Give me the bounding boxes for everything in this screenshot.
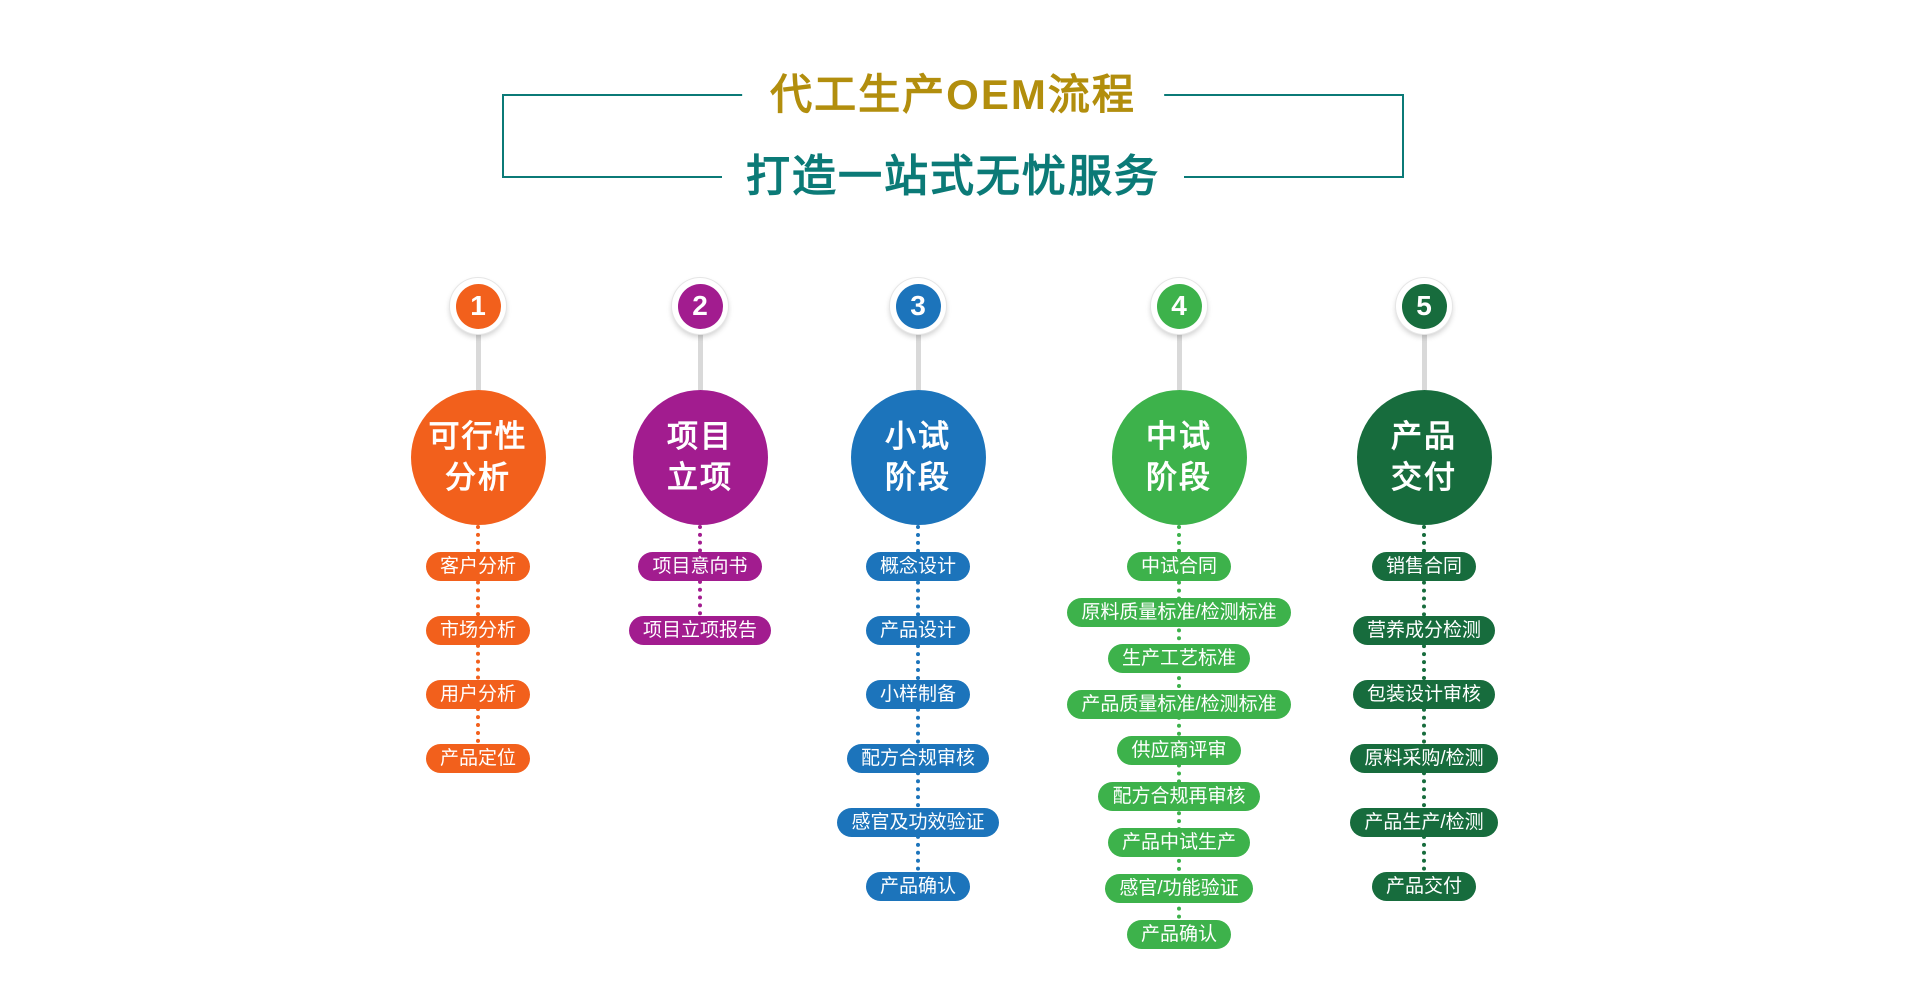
badge-connector-line xyxy=(1176,334,1182,390)
step-item: 产品交付 xyxy=(1371,872,1476,901)
step-item: 原料质量标准/检测标准 xyxy=(1067,598,1291,627)
step-item: 销售合同 xyxy=(1371,552,1476,581)
step-item: 生产工艺标准 xyxy=(1107,644,1250,673)
step-item: 原料采购/检测 xyxy=(1350,744,1498,773)
stage-circle-initiation: 项目 立项 xyxy=(632,390,768,525)
step-item: 项目意向书 xyxy=(638,552,762,581)
stage-label-line1: 中试 xyxy=(1146,418,1212,454)
stage-label-line2: 阶段 xyxy=(885,459,951,495)
page-title: 代工生产OEM流程 xyxy=(742,69,1164,121)
page-subtitle: 打造一站式无忧服务 xyxy=(722,150,1184,204)
stage-circle-feasibility: 可行性 分析 xyxy=(410,390,546,525)
step-item: 产品确认 xyxy=(1126,920,1231,949)
flow-column-delivery: 5 产品 交付 销售合同 营养成分检测 包装设计审核 原料采购/检测 产品生产/… xyxy=(1294,278,1554,901)
step-list: 概念设计 产品设计 小样制备 配方合规审核 感官及功效验证 产品确认 xyxy=(837,552,999,901)
badge-connector-line xyxy=(475,334,481,390)
stage-label-line2: 分析 xyxy=(445,459,511,495)
step-4-badge: 4 xyxy=(1151,278,1207,334)
stage-label-line1: 产品 xyxy=(1391,418,1457,454)
flow-column-initiation: 2 项目 立项 项目意向书 项目立项报告 xyxy=(570,278,830,645)
step-item: 概念设计 xyxy=(865,552,970,581)
step-list: 中试合同 原料质量标准/检测标准 生产工艺标准 产品质量标准/检测标准 供应商评… xyxy=(1067,552,1291,949)
step-item: 客户分析 xyxy=(425,552,530,581)
step-item: 配方合规再审核 xyxy=(1098,782,1260,811)
step-item: 中试合同 xyxy=(1126,552,1231,581)
step-item: 产品设计 xyxy=(865,616,970,645)
step-item: 产品定位 xyxy=(425,744,530,773)
step-item: 配方合规审核 xyxy=(846,744,989,773)
step-item: 感官/功能验证 xyxy=(1105,874,1253,903)
step-list: 项目意向书 项目立项报告 xyxy=(628,552,771,645)
step-item: 包装设计审核 xyxy=(1352,680,1495,709)
step-5-number: 5 xyxy=(1401,283,1447,329)
step-item: 感官及功效验证 xyxy=(837,808,999,837)
stage-label-line2: 立项 xyxy=(667,459,733,495)
stage-label-line1: 项目 xyxy=(667,418,733,454)
step-item: 营养成分检测 xyxy=(1352,616,1495,645)
stage-circle-lab-trial: 小试 阶段 xyxy=(850,390,986,525)
step-1-badge: 1 xyxy=(450,278,506,334)
badge-connector-line xyxy=(697,334,703,390)
flow-column-pilot-trial: 4 中试 阶段 中试合同 原料质量标准/检测标准 生产工艺标准 产品质量标准/检… xyxy=(1049,278,1309,949)
step-item: 产品质量标准/检测标准 xyxy=(1067,690,1291,719)
step-1-number: 1 xyxy=(455,283,501,329)
step-item: 产品生产/检测 xyxy=(1350,808,1498,837)
dotted-connector xyxy=(1177,525,1181,935)
step-item: 产品中试生产 xyxy=(1107,828,1250,857)
stage-label-line1: 小试 xyxy=(885,418,951,454)
step-item: 产品确认 xyxy=(865,872,970,901)
badge-connector-line xyxy=(915,334,921,390)
title-frame: 代工生产OEM流程 打造一站式无忧服务 xyxy=(502,69,1404,204)
step-item: 项目立项报告 xyxy=(628,616,771,645)
step-5-badge: 5 xyxy=(1396,278,1452,334)
stage-circle-delivery: 产品 交付 xyxy=(1356,390,1492,525)
step-list: 销售合同 营养成分检测 包装设计审核 原料采购/检测 产品生产/检测 产品交付 xyxy=(1350,552,1498,901)
stage-circle-pilot-trial: 中试 阶段 xyxy=(1111,390,1247,525)
step-4-number: 4 xyxy=(1156,283,1202,329)
stage-label-line2: 交付 xyxy=(1391,459,1457,495)
step-item: 用户分析 xyxy=(425,680,530,709)
step-2-number: 2 xyxy=(677,283,723,329)
step-item: 供应商评审 xyxy=(1117,736,1241,765)
step-3-number: 3 xyxy=(895,283,941,329)
step-list: 客户分析 市场分析 用户分析 产品定位 xyxy=(425,552,530,773)
step-3-badge: 3 xyxy=(890,278,946,334)
stage-label-line1: 可行性 xyxy=(428,418,528,454)
step-item: 小样制备 xyxy=(865,680,970,709)
badge-connector-line xyxy=(1421,334,1427,390)
step-2-badge: 2 xyxy=(672,278,728,334)
flow-column-feasibility: 1 可行性 分析 客户分析 市场分析 用户分析 产品定位 xyxy=(348,278,608,773)
step-item: 市场分析 xyxy=(425,616,530,645)
stage-label-line2: 阶段 xyxy=(1146,459,1212,495)
flow-column-lab-trial: 3 小试 阶段 概念设计 产品设计 小样制备 配方合规审核 感官及功效验证 产品… xyxy=(788,278,1048,901)
